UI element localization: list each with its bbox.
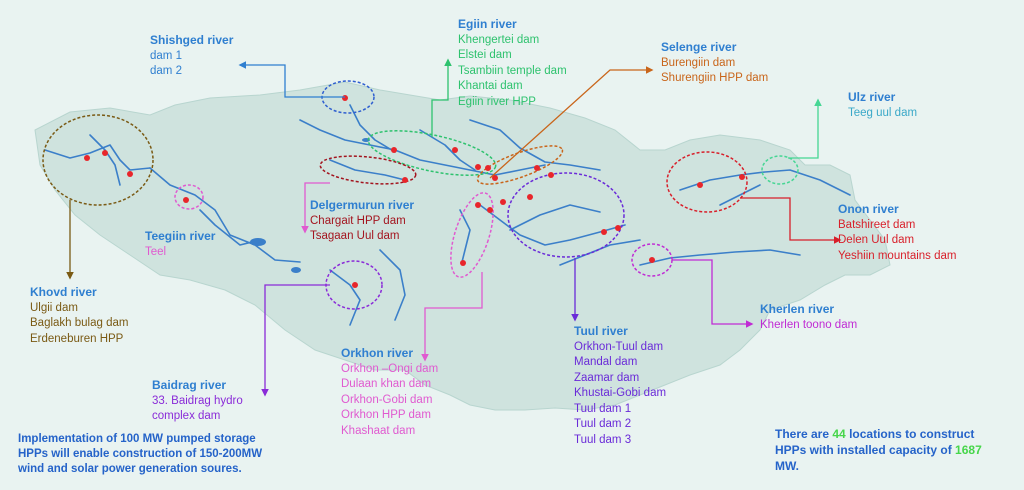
label-kherlen: Kherlen river Kherlen toono dam (760, 302, 857, 333)
onon-item: Yeshiin mountains dam (838, 249, 957, 262)
baidrag-title: Baidrag river (152, 378, 227, 392)
onon-item: Batshireet dam (838, 218, 916, 231)
label-ulz: Ulz river Teeg uul dam (848, 90, 917, 121)
label-selenge: Selenge river Burengiin dam Shurengiin H… (661, 40, 768, 87)
leader-onon (740, 197, 842, 244)
tuul-item: Tuul dam 1 (574, 402, 632, 415)
orkhon-item: Khashaat dam (341, 424, 416, 437)
note-line-2: HPPs with installed capacity of 1687 (775, 442, 982, 458)
leader-orkhon (421, 272, 483, 362)
leader-egiin (431, 58, 452, 137)
leader-kherlen (672, 259, 754, 328)
baidrag-item: 33. Baidrag hydro (152, 394, 243, 407)
ulz-item: Teeg uul dam (848, 106, 918, 119)
label-khovd: Khovd river Ulgii dam Baglakh bulag dam … (30, 285, 128, 347)
kherlen-title: Kherlen river (760, 302, 835, 316)
khovd-title: Khovd river (30, 285, 97, 299)
hpp-sites (84, 95, 745, 288)
leader-lines (66, 58, 842, 397)
river-network (44, 104, 851, 326)
baidrag-item: complex dam (152, 410, 221, 422)
label-egiin: Egiin river Khengertei dam Elstei dam Ts… (458, 17, 567, 110)
onon-item: Delen Uul dam (838, 234, 915, 246)
label-shishged: Shishged river dam 1 dam 2 (150, 33, 233, 80)
khovd-item: Ulgii dam (30, 301, 78, 314)
tuul-item: Mandal dam (574, 356, 638, 368)
delgermurun-item: Tsagaan Uul dam (310, 230, 400, 242)
leader-selenge (489, 66, 654, 179)
leader-delgermurun (301, 182, 330, 234)
note-pumped-storage: Implementation of 100 MW pumped storage … (18, 432, 262, 477)
ring-selenge (476, 145, 564, 185)
teegiin-title: Teegiin river (145, 229, 216, 243)
ring-orkhon (450, 192, 494, 278)
label-tuul: Tuul river Orkhon-Tuul dam Mandal dam Za… (574, 324, 666, 448)
label-orkhon: Orkhon river Orkhon –Ongi dam Dulaan kha… (341, 346, 438, 439)
tuul-item: Tuul dam 2 (574, 418, 632, 430)
teegiin-item: Teel (145, 245, 167, 258)
orkhon-title: Orkhon river (341, 346, 414, 360)
note-text: There are (775, 427, 833, 441)
orkhon-item: Dulaan khan dam (341, 378, 432, 390)
tuul-item: Orkhon-Tuul dam (574, 340, 664, 353)
tuul-item: Zaamar dam (574, 371, 640, 384)
note-line: wind and solar power generation soures. (18, 463, 242, 475)
egiin-title: Egiin river (458, 17, 517, 31)
capacity-value: 1687 (955, 443, 982, 457)
egiin-item: Elstei dam (458, 49, 512, 61)
selenge-item: Burengiin dam (661, 56, 736, 69)
selenge-item: Shurengiin HPP dam (661, 72, 769, 84)
egiin-item: Egiin river HPP (458, 95, 536, 108)
leader-shishged (238, 61, 345, 98)
khovd-item: Erdeneburen HPP (30, 332, 124, 345)
country-shape (34, 81, 891, 411)
leader-baidrag (261, 284, 330, 397)
label-delgermurun: Delgermurun river Chargait HPP dam Tsaga… (310, 198, 414, 245)
onon-title: Onon river (838, 202, 899, 216)
note-line: Implementation of 100 MW pumped storage (18, 433, 256, 445)
site-rings (42, 80, 799, 310)
label-onon: Onon river Batshireet dam Delen Uul dam … (838, 202, 956, 264)
shishged-item: dam 2 (150, 65, 182, 77)
note-text: HPPs with installed capacity of (775, 443, 956, 457)
label-teegiin: Teegiin river Teel (145, 229, 215, 260)
orkhon-item: Orkhon-Gobi dam (341, 393, 433, 406)
ring-khovd (42, 114, 154, 206)
label-baidrag: Baidrag river 33. Baidrag hydro complex … (152, 378, 243, 425)
egiin-item: Khengertei dam (458, 33, 540, 46)
shishged-item: dam 1 (150, 49, 182, 62)
note-line: HPPs will enable construction of 150-200… (18, 448, 263, 460)
note-line-1: There are 44 locations to construct (775, 426, 982, 442)
khovd-item: Baglakh bulag dam (30, 317, 129, 329)
tuul-title: Tuul river (574, 324, 628, 338)
note-text: locations to construct (845, 427, 975, 441)
ring-egiin (367, 130, 497, 176)
ring-delgermurun (319, 155, 417, 185)
shishged-title: Shishged river (150, 33, 234, 47)
kherlen-item: Kherlen toono dam (760, 318, 858, 331)
delgermurun-title: Delgermurun river (310, 198, 415, 212)
leader-ulz (788, 98, 822, 159)
tuul-item: Khustai-Gobi dam (574, 387, 667, 399)
delgermurun-item: Chargait HPP dam (310, 214, 406, 227)
selenge-title: Selenge river (661, 40, 737, 54)
egiin-item: Khantai dam (458, 80, 523, 92)
note-line-3: MW. (775, 459, 799, 473)
ring-ulz (761, 155, 799, 185)
note-locations: There are 44 locations to construct HPPs… (775, 426, 982, 474)
ulz-title: Ulz river (848, 90, 896, 104)
ring-teegiin (174, 184, 204, 210)
ring-tuul (507, 172, 625, 258)
orkhon-item: Orkhon –Ongi dam (341, 362, 439, 375)
tuul-item: Tuul dam 3 (574, 433, 632, 446)
egiin-item: Tsambiin temple dam (458, 64, 567, 77)
ring-onon (666, 151, 748, 213)
orkhon-item: Orkhon HPP dam (341, 409, 431, 421)
locations-count: 44 (832, 427, 846, 441)
